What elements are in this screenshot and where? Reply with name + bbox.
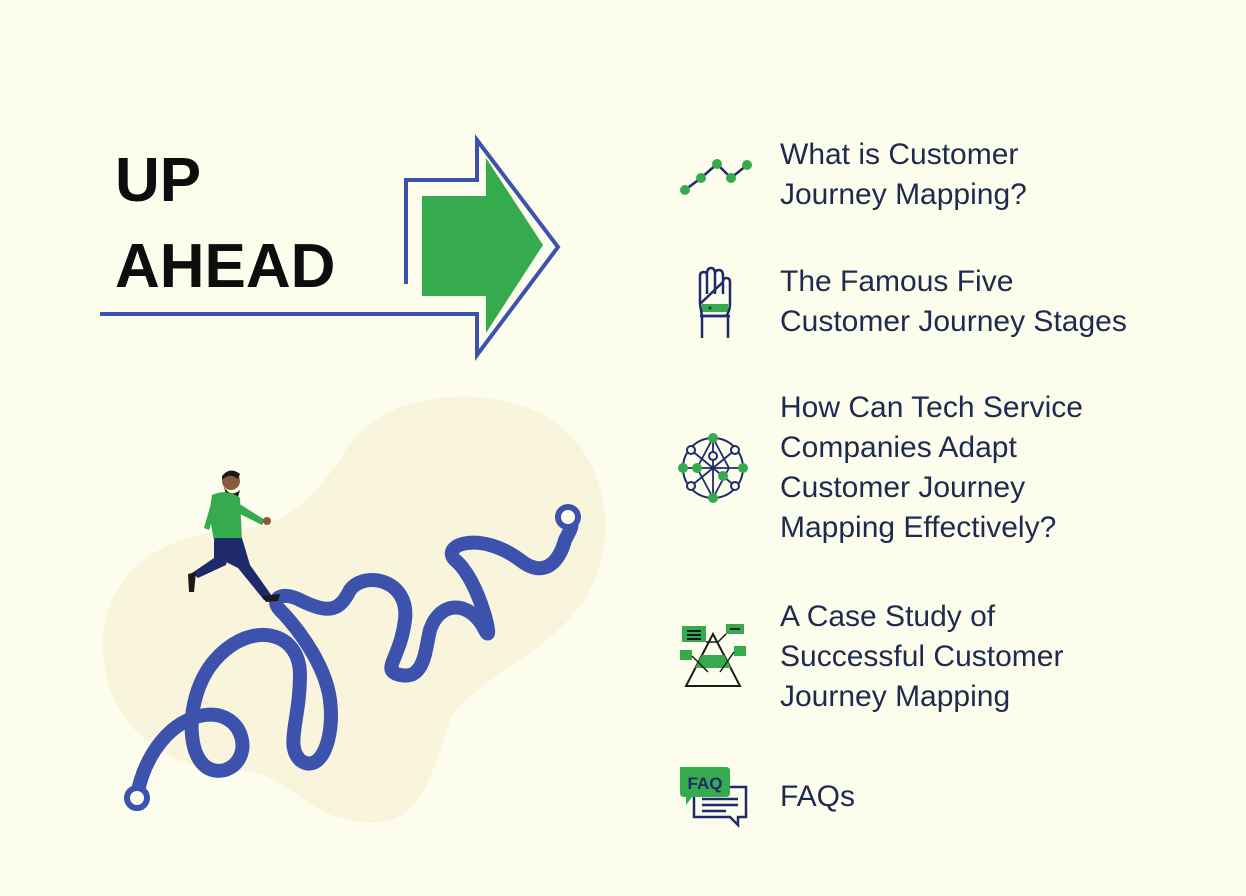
line-graph-icon: [670, 130, 756, 220]
arrow-outline: [100, 134, 561, 361]
faq-chat-icon: FAQ: [670, 752, 756, 842]
agenda-item-3: How Can Tech Service Companies Adapt Cus…: [670, 383, 1083, 553]
journey-illustration: [102, 396, 606, 823]
agenda-item-label: What is Customer Journey Mapping?: [780, 138, 1027, 211]
path-end-dot: [555, 504, 581, 530]
pyramid-chart-icon: [670, 612, 756, 702]
agenda-item-2: The Famous Five Customer Journey Stages: [670, 257, 1127, 347]
agenda-item-label: FAQs: [780, 780, 856, 813]
path-start-dot: [124, 785, 150, 811]
agenda-item-1: What is Customer Journey Mapping?: [670, 130, 1027, 220]
arrow-fill: [422, 158, 543, 333]
agenda-item-label: A Case Study of Successful Customer Jour…: [780, 600, 1064, 713]
agenda-item-label: How Can Tech Service Companies Adapt Cus…: [780, 391, 1083, 544]
agenda-list: What is Customer Journey Mapping? The Fa…: [670, 0, 1230, 896]
page-title: UP AHEAD: [115, 138, 335, 310]
agenda-item-4: A Case Study of Successful Customer Jour…: [670, 592, 1063, 722]
network-globe-icon: [670, 423, 756, 513]
agenda-item-label: The Famous Five Customer Journey Stages: [780, 265, 1127, 338]
title-line-1: UP: [115, 146, 202, 215]
arrow-graphic: [100, 134, 561, 361]
svg-text:FAQ: FAQ: [688, 774, 723, 793]
winding-path: [130, 511, 579, 802]
title-line-2: AHEAD: [115, 232, 336, 301]
agenda-item-5: FAQ FAQs: [670, 752, 855, 842]
raised-hand-icon: [670, 257, 756, 347]
running-person: [188, 470, 280, 602]
background-blob: [102, 396, 606, 823]
